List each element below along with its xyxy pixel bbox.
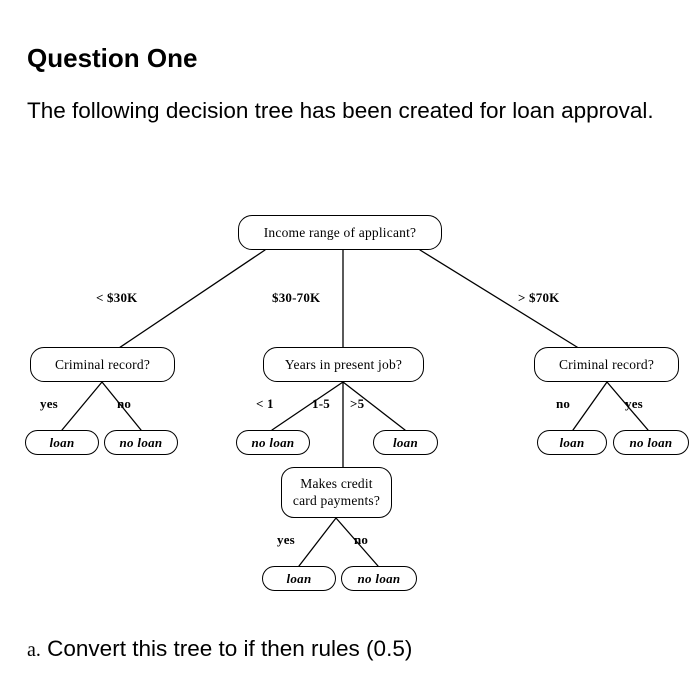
edge-left-no [101, 381, 142, 431]
node-makes-credit-card-payments-line1: Makes credit [300, 475, 373, 491]
node-years-in-job[interactable]: Years in present job? [263, 347, 424, 382]
leaf-right-no-loan[interactable]: no loan [613, 430, 689, 455]
edge-label-credit-no: no [354, 532, 369, 547]
leaf-middle-no-loan-label: no loan [251, 434, 295, 450]
closing-question-text: Convert this tree to if then rules (0.5) [47, 636, 413, 661]
edge-middle-lt1 [271, 381, 344, 431]
node-criminal-record-left-label: Criminal record? [54, 356, 151, 372]
leaf-middle-loan-label: loan [392, 434, 419, 450]
edge-label-right-yes: yes [625, 396, 643, 411]
edge-credit-yes [298, 517, 337, 567]
leaf-right-no-loan-label: no loan [629, 434, 673, 450]
intro-paragraph: The following decision tree has been cre… [27, 98, 654, 123]
edge-right-yes [606, 381, 649, 431]
leaf-middle-loan[interactable]: loan [373, 430, 438, 455]
decision-tree-figure: Income range of applicant? < $30K $30-70… [0, 195, 700, 615]
edge-label-credit-yes: yes [277, 532, 295, 547]
tree-edges [61, 249, 649, 567]
node-years-in-job-label: Years in present job? [284, 356, 403, 372]
leaf-left-no-loan-label: no loan [119, 434, 163, 450]
edge-credit-no [335, 517, 379, 567]
leaf-left-loan[interactable]: loan [25, 430, 99, 455]
node-criminal-record-left[interactable]: Criminal record? [30, 347, 175, 382]
page-title: Question One [27, 43, 198, 73]
edge-label-income-lt30k: < $30K [96, 290, 138, 305]
edge-label-income-30to70k: $30-70K [272, 290, 321, 305]
leaf-left-no-loan[interactable]: no loan [104, 430, 178, 455]
leaf-credit-no-loan-label: no loan [357, 570, 401, 586]
edge-root-right [419, 249, 586, 353]
edge-right-no [572, 381, 608, 431]
leaf-right-loan[interactable]: loan [537, 430, 607, 455]
leaf-left-loan-label: loan [49, 434, 75, 450]
edge-label-right-no: no [556, 396, 571, 411]
node-makes-credit-card-payments-line2: card payments? [292, 492, 381, 508]
node-criminal-record-right-label: Criminal record? [558, 356, 655, 372]
leaf-credit-loan[interactable]: loan [262, 566, 336, 591]
leaf-right-loan-label: loan [559, 434, 585, 450]
leaf-credit-no-loan[interactable]: no loan [341, 566, 417, 591]
closing-question: a. Convert this tree to if then rules (0… [27, 634, 677, 663]
edge-label-left-yes: yes [40, 396, 58, 411]
edge-label-income-gt70k: > $70K [518, 290, 560, 305]
edge-label-years-1to5: 1-5 [312, 396, 330, 411]
edge-middle-gt5 [342, 381, 406, 431]
node-makes-credit-card-payments[interactable]: Makes credit card payments? [281, 467, 392, 518]
node-root[interactable]: Income range of applicant? [238, 215, 442, 250]
edge-root-left [112, 249, 266, 353]
leaf-credit-loan-label: loan [286, 570, 312, 586]
node-criminal-record-right[interactable]: Criminal record? [534, 347, 679, 382]
edge-label-years-lt1: < 1 [256, 396, 274, 411]
node-root-label: Income range of applicant? [263, 224, 417, 240]
edge-label-left-no: no [117, 396, 132, 411]
leaf-middle-no-loan[interactable]: no loan [236, 430, 310, 455]
closing-question-marker: a. [27, 639, 41, 661]
edge-label-years-gt5: >5 [350, 396, 365, 411]
edge-left-yes [61, 381, 103, 431]
